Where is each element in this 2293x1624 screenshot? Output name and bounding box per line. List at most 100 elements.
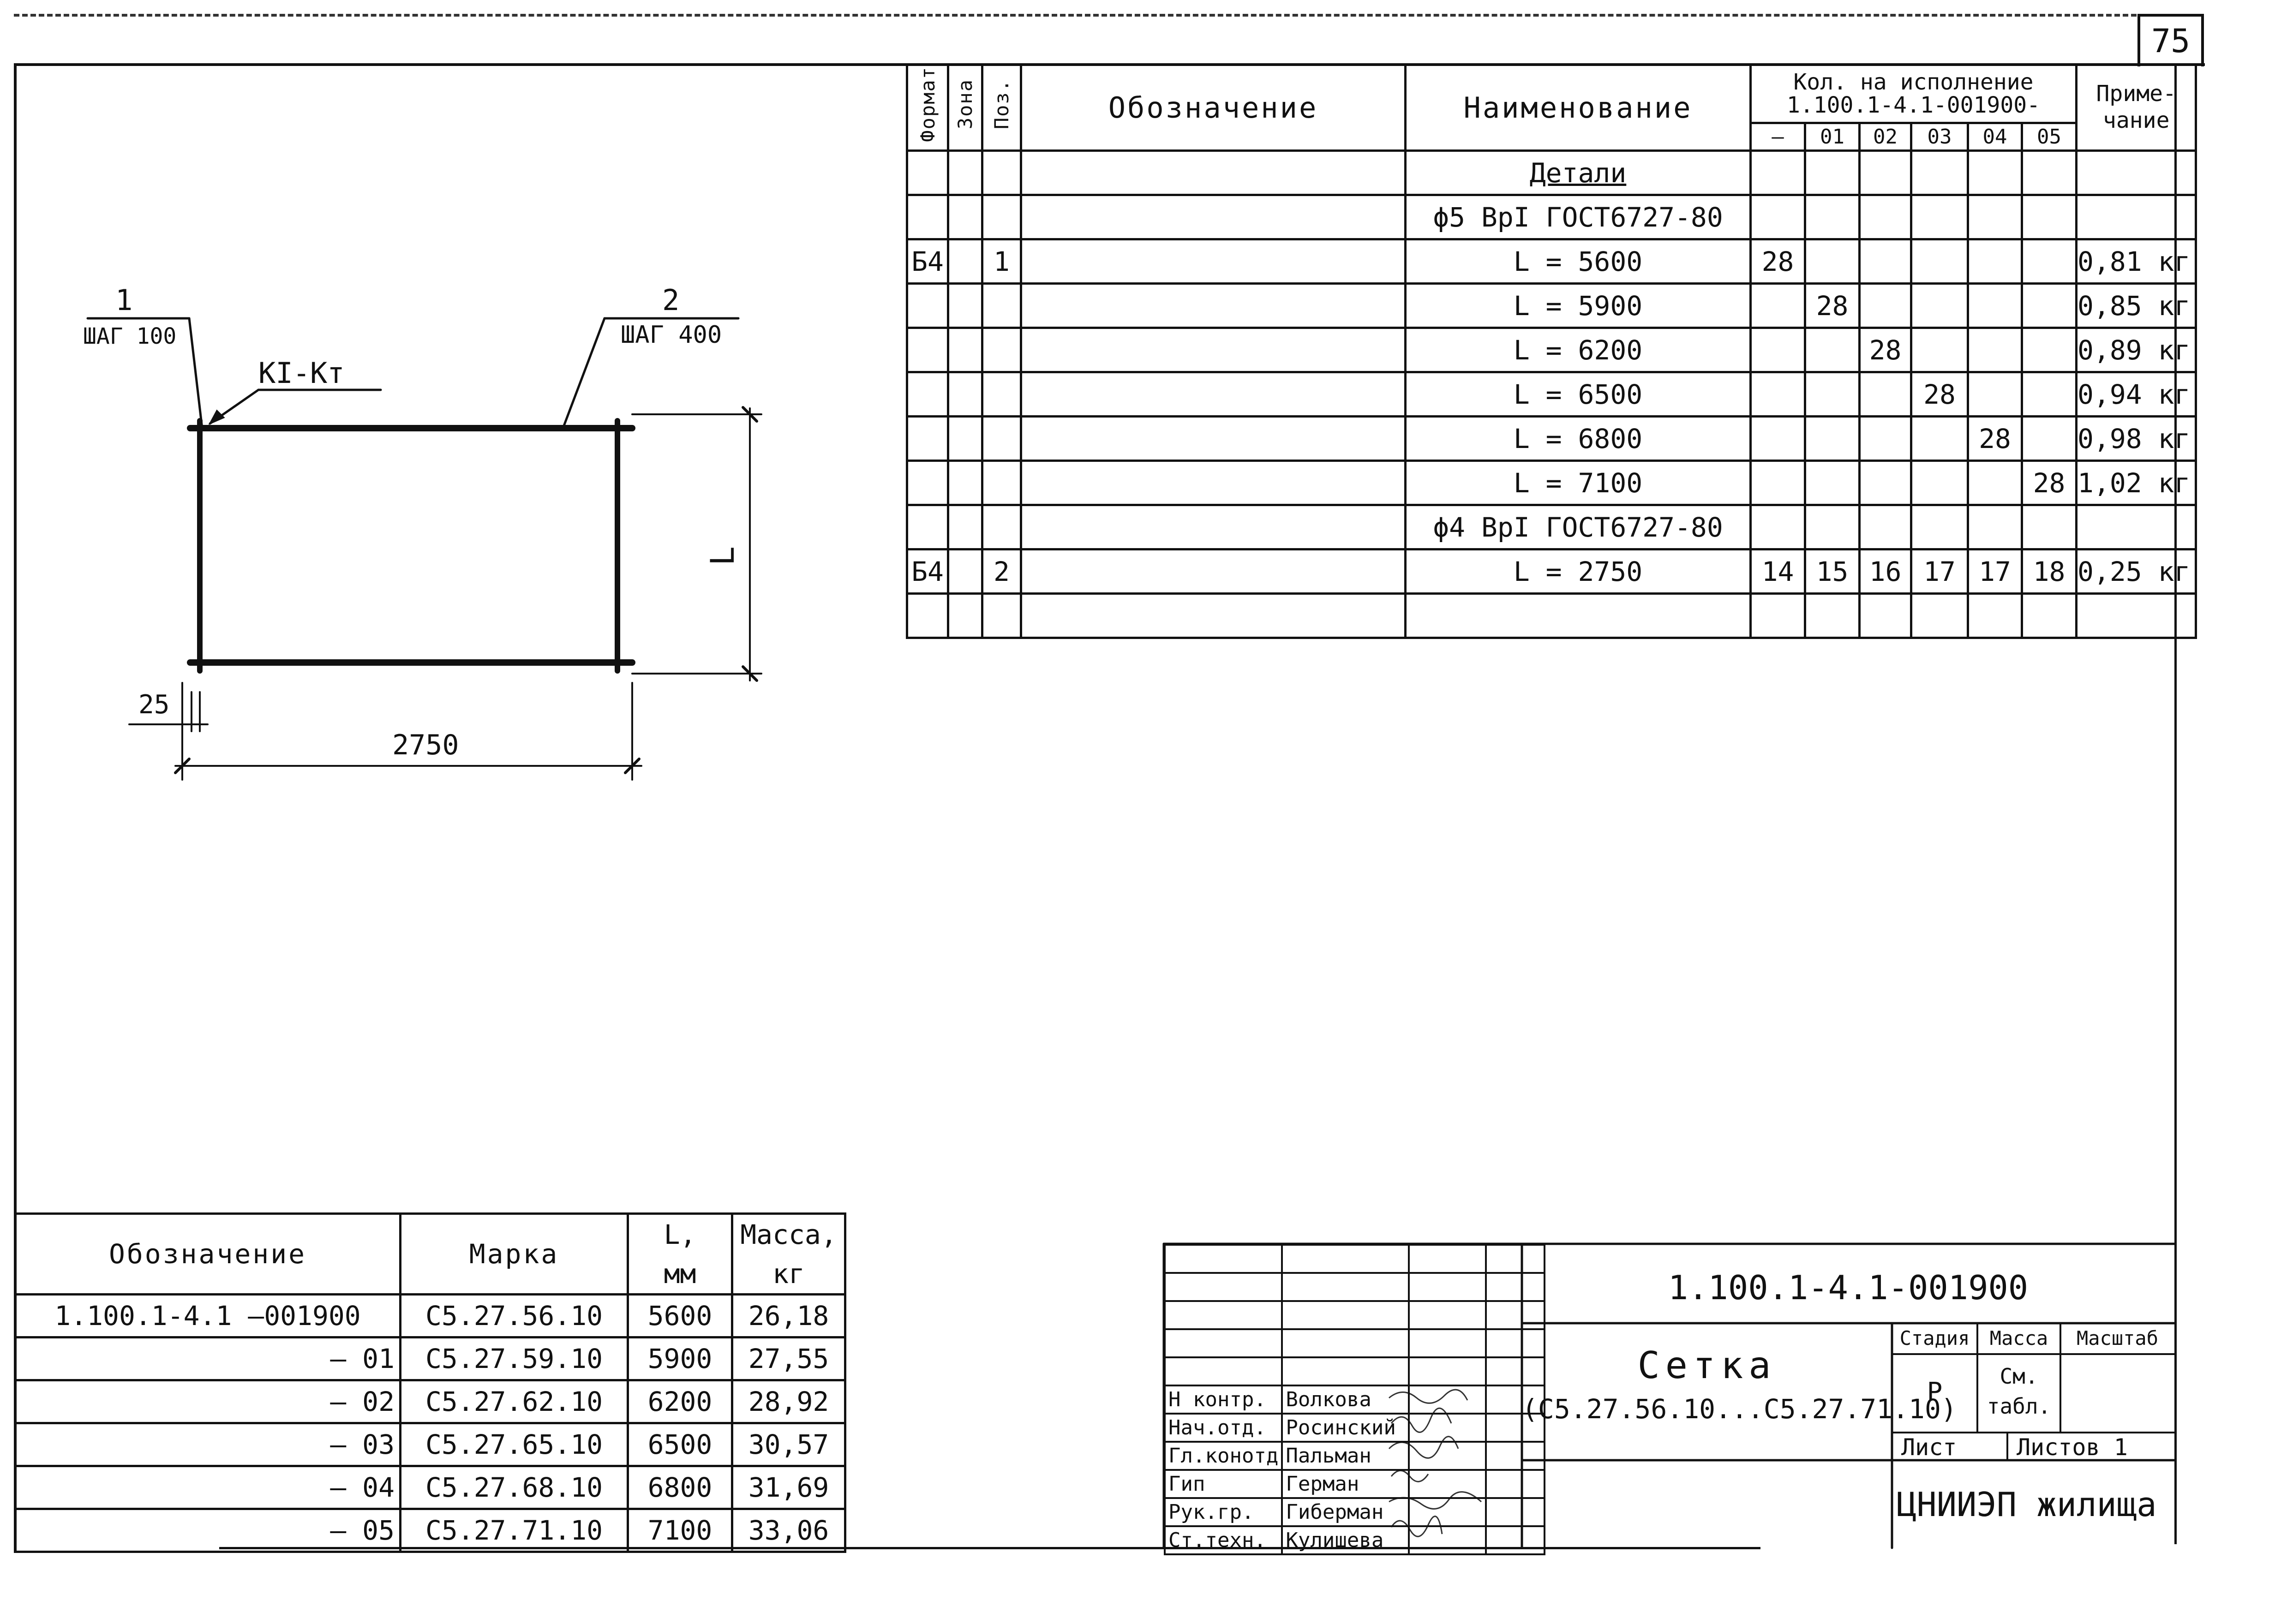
organization-name: ЦНИИЭП жилища	[1897, 1485, 2157, 1524]
spec-cell-designation	[1020, 194, 1407, 240]
pos2-leader	[562, 317, 606, 430]
spec-cell-name: ϕ4 BpI ГОСТ6727-80	[1404, 504, 1752, 550]
marks-cell-designation: — 02	[14, 1379, 401, 1424]
weld-label: KI-Kт	[258, 356, 345, 390]
signature-row: Нач.отд.Росинский	[1163, 1413, 1546, 1443]
spec-cell-pos	[981, 371, 1022, 418]
spec-cell-note	[2075, 194, 2197, 240]
spec-cell-qty	[1804, 327, 1861, 373]
header-variant: 03	[1910, 122, 1969, 152]
spec-cell-zone	[947, 460, 983, 506]
marks-cell-designation: — 05	[14, 1508, 401, 1553]
spec-cell-qty: 18	[2021, 548, 2077, 595]
spec-cell-qty	[1858, 149, 1912, 196]
spec-cell-zone	[947, 327, 983, 373]
spec-cell-note: 0,98 кг	[2075, 415, 2197, 462]
header-variant: 05	[2021, 122, 2077, 152]
spec-cell-qty	[1804, 371, 1861, 418]
header-name: Наименование	[1404, 63, 1752, 152]
spec-cell-note: 0,25 кг	[2075, 548, 2197, 595]
spec-cell-qty	[1804, 415, 1861, 462]
spec-cell-name	[1404, 592, 1752, 639]
marks-cell-mark: С5.27.71.10	[399, 1508, 629, 1553]
signature-role: Гл.конотд	[1163, 1441, 1283, 1471]
spec-cell-qty	[1858, 238, 1912, 285]
marks-cell-designation: — 04	[14, 1465, 401, 1510]
spec-cell-name: L = 6200	[1404, 327, 1752, 373]
spec-row: Детали	[906, 149, 2197, 196]
spec-cell-zone	[947, 371, 983, 418]
signature-role: Нач.отд.	[1163, 1413, 1283, 1443]
sheet-number-box: 75	[2137, 14, 2204, 66]
spec-cell-note	[2075, 592, 2197, 639]
spec-cell-qty	[1910, 149, 1969, 196]
signature-date	[1485, 1385, 1546, 1415]
spec-cell-name: L = 6800	[1404, 415, 1752, 462]
spec-cell-note	[2075, 504, 2197, 550]
spec-cell-qty	[1967, 238, 2023, 285]
signature-date	[1485, 1525, 1546, 1555]
spec-cell-qty: 28	[1858, 327, 1912, 373]
spec-cell-note: 0,89 кг	[2075, 327, 2197, 373]
signature-sign	[1408, 1413, 1487, 1443]
header-note-line1: Приме-	[2096, 81, 2176, 107]
spec-cell-qty	[1858, 504, 1912, 550]
spec-cell-qty	[1804, 592, 1861, 639]
spec-cell-note: 0,85 кг	[2075, 282, 2197, 329]
signature-name: Росинский	[1281, 1413, 1410, 1443]
marks-header-mark: Марка	[399, 1212, 629, 1296]
spec-cell-qty	[1804, 194, 1861, 240]
marks-cell-mass: 31,69	[731, 1465, 846, 1510]
spec-cell-qty	[1858, 194, 1912, 240]
header-pos: Поз.	[981, 63, 1022, 152]
spec-cell-zone	[947, 548, 983, 595]
signature-name: Гиберман	[1281, 1497, 1410, 1527]
spec-cell-qty	[1967, 282, 2023, 329]
signature-date	[1485, 1497, 1546, 1527]
spec-cell-note: 1,02 кг	[2075, 460, 2197, 506]
spec-cell-qty	[1749, 149, 1806, 196]
spec-cell-qty	[2021, 415, 2077, 462]
spec-cell-qty	[1858, 592, 1912, 639]
sheets-label: Листов 1	[2017, 1434, 2128, 1461]
spec-cell-note: 0,94 кг	[2075, 371, 2197, 418]
spec-cell-qty: 15	[1804, 548, 1861, 595]
marks-cell-mass: 33,06	[731, 1508, 846, 1553]
spec-cell-qty	[1858, 415, 1912, 462]
dim-2750-label: 2750	[392, 729, 459, 761]
mass-header: Масса	[1989, 1327, 2048, 1349]
spec-cell-zone	[947, 194, 983, 240]
signature-role: Ст.техн.	[1163, 1525, 1283, 1555]
spec-cell-qty	[1749, 194, 1806, 240]
marks-cell-mass: 26,18	[731, 1293, 846, 1338]
marks-cell-length: 6500	[627, 1422, 733, 1467]
signature-date	[1485, 1441, 1546, 1471]
spec-cell-qty	[1858, 460, 1912, 506]
spec-cell-qty: 17	[1910, 548, 1969, 595]
marks-cell-mark: С5.27.65.10	[399, 1422, 629, 1467]
marks-cell-mark: С5.27.56.10	[399, 1293, 629, 1338]
spec-cell-qty: 28	[2021, 460, 2077, 506]
spec-cell-qty	[2021, 504, 2077, 550]
marks-cell-designation: — 01	[14, 1336, 401, 1381]
signature-date	[1485, 1413, 1546, 1443]
document-code: 1.100.1-4.1-001900	[1668, 1268, 2029, 1307]
spec-row	[906, 592, 2197, 639]
header-variant: 01	[1804, 122, 1861, 152]
frame-right-edge	[2174, 63, 2177, 1544]
signature-role: Н контр.	[1163, 1385, 1283, 1415]
spec-cell-zone	[947, 592, 983, 639]
signature-sign	[1408, 1441, 1487, 1471]
sheet-number: 75	[2151, 22, 2191, 60]
marks-cell-designation: 1.100.1-4.1 —001900	[14, 1293, 401, 1338]
header-variant: —	[1749, 122, 1806, 152]
marks-cell-mass: 30,57	[731, 1422, 846, 1467]
header-qty-line1: Кол. на исполнение	[1793, 69, 2034, 95]
spec-row: ϕ4 BpI ГОСТ6727-80	[906, 504, 2197, 550]
mass-value-line1: См.	[2000, 1364, 2038, 1389]
